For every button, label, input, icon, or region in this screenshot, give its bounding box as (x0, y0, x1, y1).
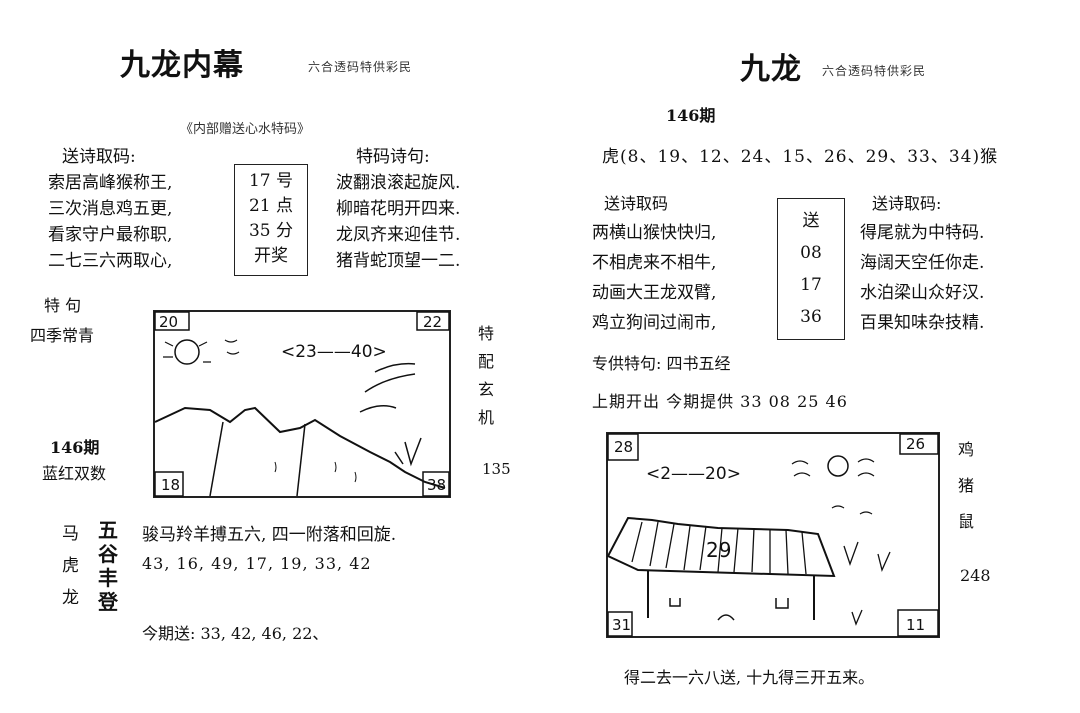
poem-line: 百果知味杂技精. (860, 313, 985, 333)
vertical-char: 丰 (98, 566, 118, 590)
vertical-char: 登 (98, 590, 118, 614)
roof-number: 29 (706, 538, 732, 562)
right-header-right: 送诗取码: (872, 194, 942, 213)
right-subtitle: 六合透码特供彩民 (822, 64, 927, 78)
poem-line: 得尾就为中特码. (860, 223, 985, 243)
right-side-vertical: 鸡 猪 鼠 (958, 432, 974, 540)
arrow-range-text: <2——20> (646, 464, 741, 484)
box-item: 送 (802, 211, 820, 231)
poem-line: 水泊梁山众好汉. (860, 283, 985, 303)
vertical-char: 五 (98, 518, 118, 542)
right-poem-list: 两横山猴快快归, 不相虎来不相牛, 动画大王龙双臂, 鸡立狗间过闹市, (592, 218, 716, 338)
left-number-list: 43, 16, 49, 17, 19, 33, 42 (142, 554, 372, 573)
left-issue: 146期 (50, 438, 100, 457)
poem-line: 三次消息鸡五更, (48, 199, 173, 219)
left-side-number: 135 (482, 460, 511, 478)
corner-number: 20 (159, 313, 179, 331)
left-side-vertical: 特 配 玄 机 (478, 320, 494, 432)
right-header-left: 送诗取码 (604, 194, 669, 213)
left-picture-frame: 20 22 18 38 <23——40> (153, 310, 451, 498)
poem-line: 二七三六两取心, (48, 251, 173, 271)
vertical-char: 配 (478, 352, 495, 371)
right-title: 九龙 (740, 52, 802, 87)
box-item: 08 (800, 243, 822, 263)
poem-line: 动画大王龙双臂, (592, 283, 717, 303)
box-item: 17 (800, 275, 822, 295)
poem-line: 柳暗花明开四来. (336, 199, 461, 219)
poem-line: 两横山猴快快归, (592, 223, 717, 243)
right-side-number: 248 (960, 566, 991, 585)
poem-line: 猪背蛇顶望一二. (336, 251, 461, 271)
animal: 龙 (62, 588, 79, 608)
vertical-char: 玄 (478, 380, 495, 399)
draw-hour: 21 点 (248, 196, 294, 216)
special-text: 四季常青 (30, 326, 95, 345)
right-special-line: 专供特句: 四书五经 (592, 354, 731, 373)
corner-number: 11 (906, 616, 926, 634)
animal: 虎 (62, 556, 79, 576)
draw-label: 开奖 (254, 246, 288, 266)
send-number-box: 送 08 17 36 (777, 198, 845, 340)
partial-line-clip: 上期开出 今期提供 33 08 25 46 (592, 384, 962, 411)
corner-number: 38 (427, 476, 447, 494)
draw-minute: 35 分 (248, 221, 294, 241)
poem-line: 龙凤齐来迎佳节. (336, 225, 461, 245)
bold-vertical-phrase: 五 谷 丰 登 (98, 518, 118, 614)
left-poem-header: 送诗取码: (62, 147, 136, 167)
vertical-char: 猪 (958, 476, 975, 495)
corner-number: 26 (906, 435, 926, 453)
draw-day: 17 号 (248, 171, 294, 191)
corner-number: 18 (161, 476, 181, 494)
poem-line: 不相虎来不相牛, (592, 253, 717, 273)
left-title: 九龙内幕 (120, 48, 244, 83)
left-send-line: 今期送: 33, 42, 46, 22、 (142, 624, 329, 643)
left-verse: 骏马羚羊搏五六, 四一附落和回旋. (142, 525, 397, 545)
special-label: 特 句 (44, 296, 82, 315)
right-bottom-line: 得二去一六八送, 十九得三开五来。 (624, 668, 875, 687)
left-banner: 《内部赠送心水特码》 (180, 122, 311, 137)
animal: 马 (62, 524, 79, 544)
poem-line: 鸡立狗间过闹市, (592, 313, 717, 333)
left-poem-list: 索居高峰猴称王, 三次消息鸡五更, 看家守户最称职, 二七三六两取心, (48, 170, 172, 274)
poem-line: 索居高峰猴称王, (48, 173, 173, 193)
vertical-char: 鼠 (958, 512, 975, 531)
poem-line: 看家守户最称职, (48, 225, 173, 245)
left-code-poem-list: 波翻浪滚起旋风. 柳暗花明开四来. 龙凤齐来迎佳节. 猪背蛇顶望一二. (336, 170, 460, 274)
arrow-range-text: <23——40> (281, 342, 387, 362)
left-subtitle: 六合透码特供彩民 (308, 60, 413, 74)
tiger-number-line: 虎(8、19、12、24、15、26、29、33、34)猴 (602, 147, 999, 167)
right-picture-frame: 28 26 31 11 <2——20> 29 (606, 432, 940, 638)
house-sketch (606, 433, 939, 637)
corner-number: 28 (614, 438, 634, 456)
left-issue-text: 蓝红双数 (42, 464, 107, 483)
draw-time-box: 17 号 21 点 35 分 开奖 (234, 164, 308, 276)
right-issue: 146期 (666, 106, 716, 125)
vertical-char: 鸡 (958, 440, 975, 459)
poem-line: 波翻浪滚起旋风. (336, 173, 461, 193)
right-code-poem-list: 得尾就为中特码. 海阔天空任你走. 水泊梁山众好汉. 百果知味杂技精. (860, 218, 984, 338)
vertical-char: 特 (478, 324, 495, 343)
right-partial-line: 上期开出 今期提供 33 08 25 46 (592, 392, 848, 411)
vertical-char: 机 (478, 408, 495, 427)
mountain-sketch (154, 311, 450, 497)
vertical-char: 谷 (98, 542, 118, 566)
poem-line: 海阔天空任你走. (860, 253, 985, 273)
box-item: 36 (800, 307, 822, 327)
animal-list: 马 虎 龙 (62, 518, 79, 614)
corner-number: 31 (612, 616, 632, 634)
left-code-poem-header: 特码诗句: (356, 147, 430, 167)
corner-number: 22 (423, 313, 443, 331)
